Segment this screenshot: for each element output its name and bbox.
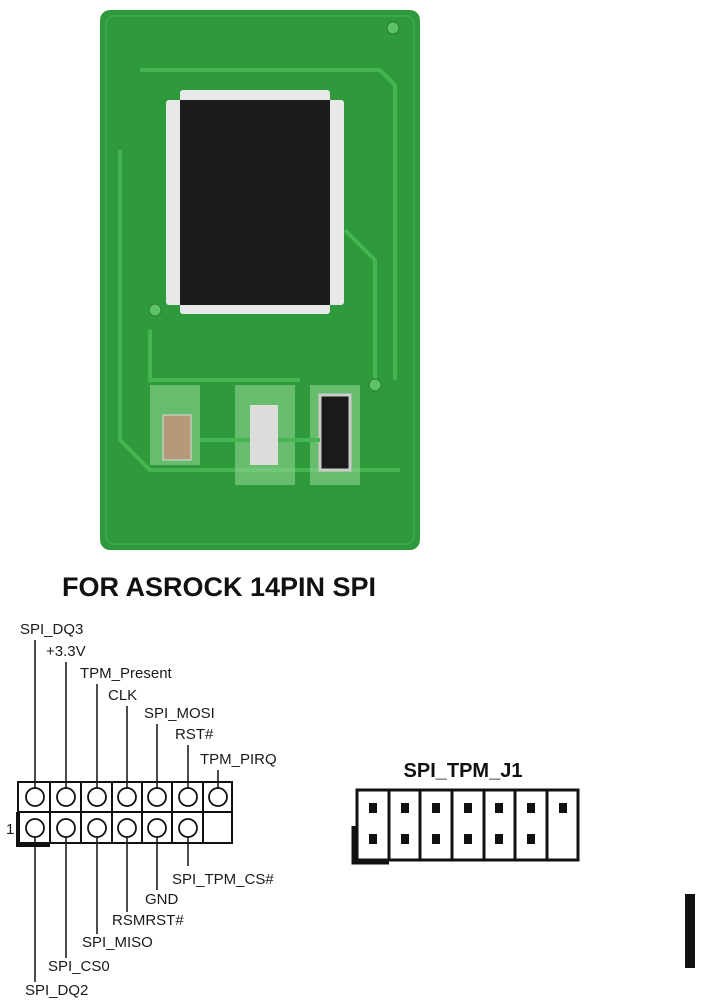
tpm-pcb-board <box>100 10 420 550</box>
pin-label-spi-mosi: SPI_MOSI <box>144 705 215 722</box>
connector-diagram <box>351 788 580 865</box>
tpm-chip <box>180 100 330 305</box>
pin-label-gnd: GND <box>145 891 179 908</box>
pin-label-spi-dq2: SPI_DQ2 <box>25 982 88 999</box>
pin1-marker: 1 <box>6 821 14 838</box>
connector-title: SPI_TPM_J1 <box>404 760 523 782</box>
pin-label-rsmrst: RSMRST# <box>112 912 184 929</box>
pin-label-tpm-pirq: TPM_PIRQ <box>200 751 277 768</box>
product-title: FOR ASROCK 14PIN SPI <box>62 572 376 602</box>
pinout-header <box>16 640 233 982</box>
pin-label-spi-tpm-cs: SPI_TPM_CS# <box>172 871 274 888</box>
pin-label-clk: CLK <box>108 687 137 704</box>
pin-label-tpm-present: TPM_Present <box>80 665 173 682</box>
pin-label-spi-miso: SPI_MISO <box>82 934 153 951</box>
pin-label-spi-cs0: SPI_CS0 <box>48 958 110 975</box>
pin-label-spi-dq3: SPI_DQ3 <box>20 621 83 638</box>
black-bar-mark <box>685 894 695 968</box>
pin-label-rst: RST# <box>175 726 214 743</box>
pin-label-3v3: +3.3V <box>46 643 86 660</box>
